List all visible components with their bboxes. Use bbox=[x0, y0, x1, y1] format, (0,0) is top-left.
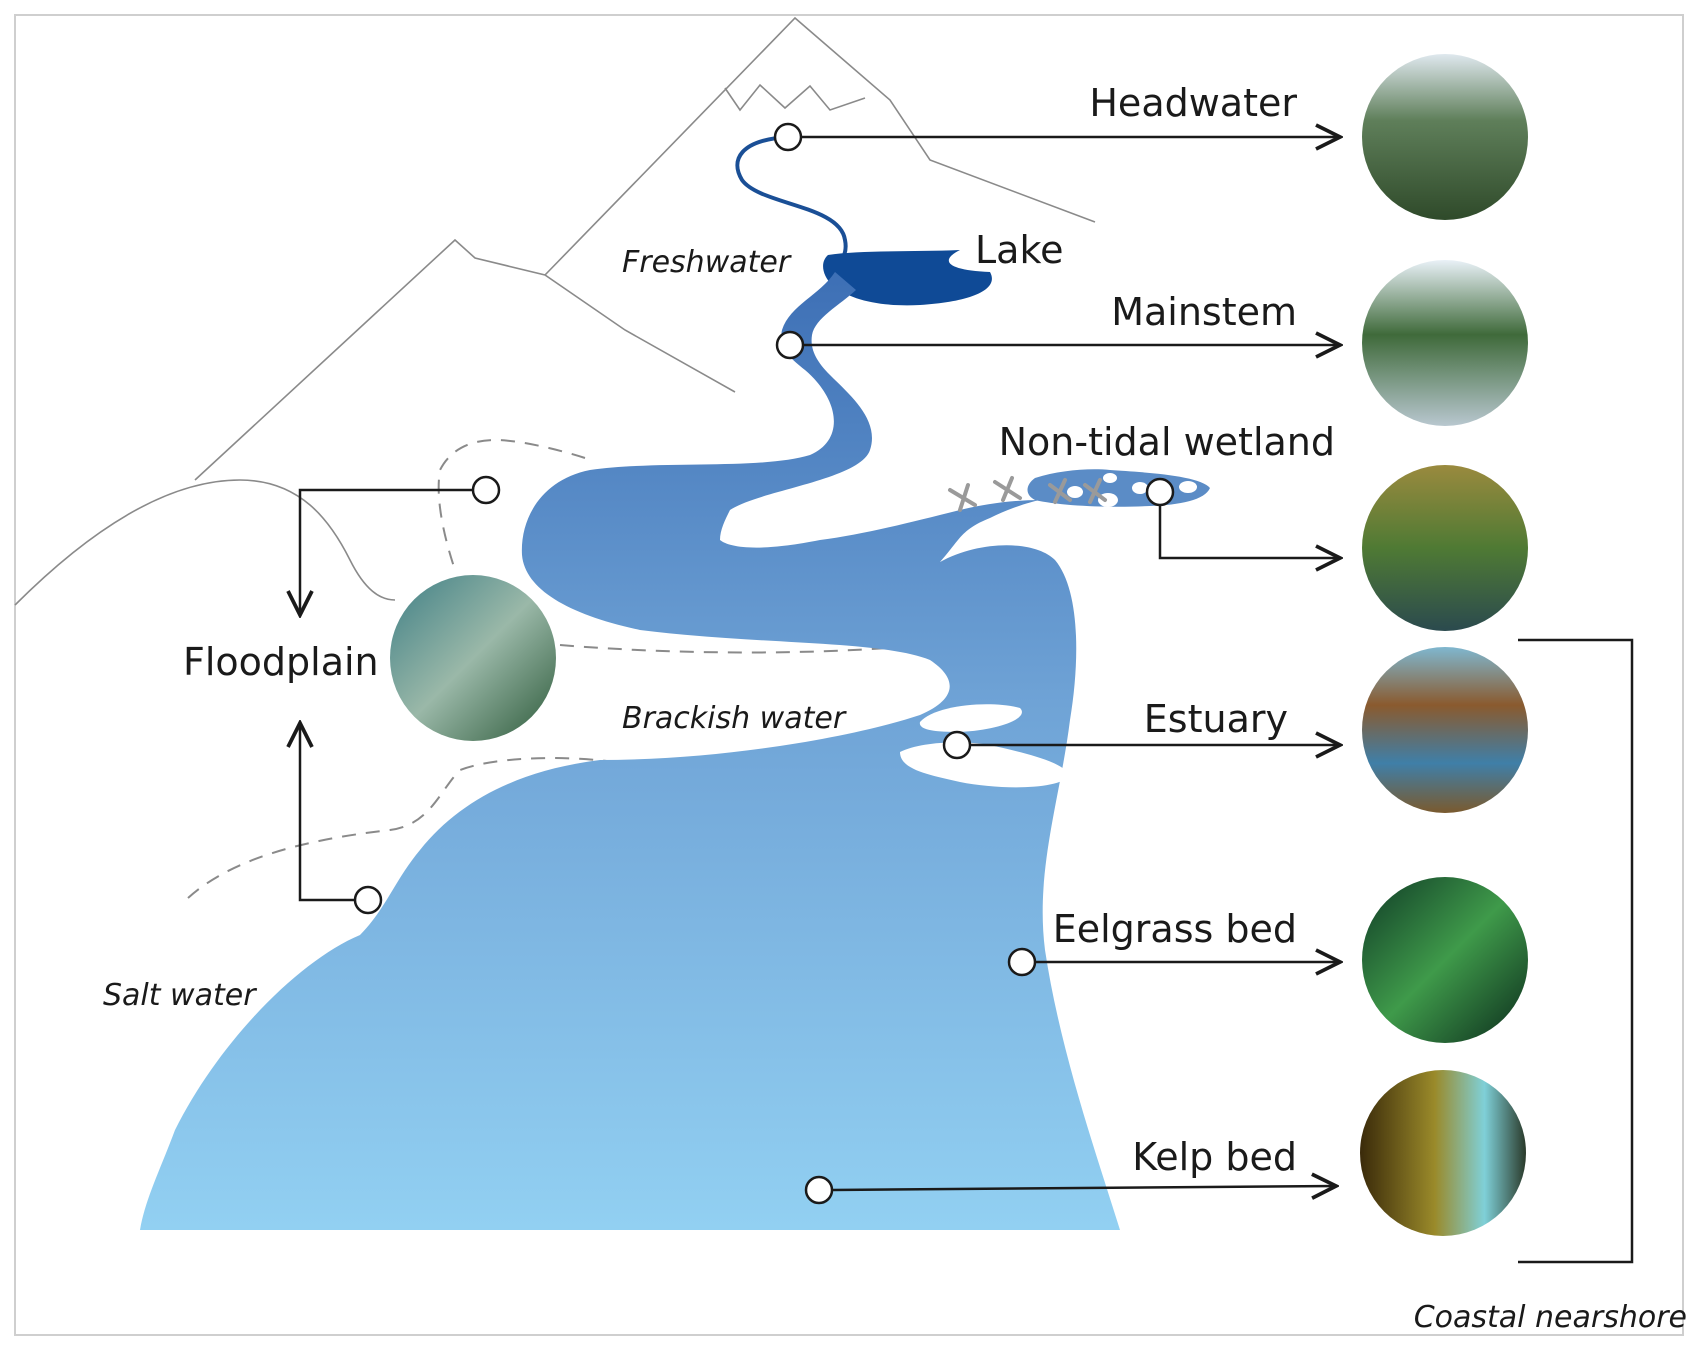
floodplain-lower-marker[interactable] bbox=[353, 885, 383, 915]
floodplain-label: Floodplain bbox=[183, 640, 379, 684]
mainstem-label: Mainstem bbox=[1111, 290, 1297, 334]
floodplain-upper-connector bbox=[300, 488, 473, 615]
estuary-label: Estuary bbox=[1144, 697, 1288, 741]
mountain-outlines bbox=[14, 16, 1096, 606]
middle-peak-outline bbox=[194, 238, 736, 481]
lake-label: Lake bbox=[975, 228, 1064, 272]
headwater-marker[interactable] bbox=[773, 122, 803, 152]
wetland-pool bbox=[1103, 473, 1117, 483]
brackish-lower-boundary bbox=[187, 757, 636, 899]
floodplain-upper-marker[interactable] bbox=[471, 475, 501, 505]
snowcap-outline bbox=[724, 83, 866, 112]
kelp-connector bbox=[831, 1186, 1336, 1190]
freshwater-label: Freshwater bbox=[622, 245, 792, 280]
vegetation-x-mark bbox=[948, 483, 977, 512]
tall-peak-outline bbox=[544, 16, 1096, 276]
kelp-bed-label: Kelp bed bbox=[1132, 1135, 1297, 1179]
eelgrass-marker[interactable] bbox=[1007, 947, 1037, 977]
foothill-outline bbox=[14, 479, 396, 606]
salt-water-label: Salt water bbox=[103, 978, 257, 1013]
eelgrass-bed-label: Eelgrass bed bbox=[1053, 907, 1297, 951]
estuary-island-upper bbox=[919, 704, 1022, 732]
wetland-marker[interactable] bbox=[1145, 477, 1175, 507]
habitat-photos bbox=[390, 54, 1528, 1236]
vegetation-x-mark bbox=[1048, 478, 1072, 504]
wetland-photo[interactable] bbox=[1362, 465, 1528, 631]
eelgrass-photo[interactable] bbox=[1362, 877, 1528, 1043]
brackish-water-label: Brackish water bbox=[622, 701, 847, 736]
river-body bbox=[140, 272, 1120, 1230]
diagram-labels: Headwater Lake Freshwater Mainstem Non-t… bbox=[103, 81, 1687, 1335]
estuary-island-lower bbox=[900, 742, 1070, 788]
coastal-nearshore-label: Coastal nearshore bbox=[1414, 1300, 1687, 1335]
mainstem-marker[interactable] bbox=[775, 330, 805, 360]
estuary-photo[interactable] bbox=[1362, 647, 1528, 813]
floodplain-photo[interactable] bbox=[390, 575, 556, 741]
connector-lines bbox=[300, 137, 1634, 1264]
vegetation-x-mark bbox=[993, 476, 1022, 502]
wetland-pool bbox=[1067, 486, 1083, 498]
mainstem-photo[interactable] bbox=[1362, 260, 1528, 426]
wetland-pool bbox=[1132, 482, 1148, 494]
wetland-vegetation-marks bbox=[948, 476, 1107, 512]
floodplain-lower-connector bbox=[300, 723, 355, 902]
headwater-label: Headwater bbox=[1089, 81, 1297, 125]
floodplain-upper-boundary bbox=[437, 438, 586, 571]
vegetation-x-mark bbox=[1083, 478, 1107, 504]
wetland-connector bbox=[1158, 505, 1340, 558]
estuary-marker[interactable] bbox=[942, 730, 972, 760]
wetland-pool bbox=[1179, 481, 1197, 493]
non-tidal-wetland-label: Non-tidal wetland bbox=[999, 420, 1335, 464]
kelp-marker[interactable] bbox=[804, 1175, 834, 1205]
location-markers bbox=[353, 122, 1175, 1205]
kelp-photo[interactable] bbox=[1360, 1070, 1526, 1236]
lake-shape bbox=[823, 250, 992, 306]
coastal-nearshore-bracket bbox=[1518, 638, 1634, 1264]
headwater-photo[interactable] bbox=[1362, 54, 1528, 220]
